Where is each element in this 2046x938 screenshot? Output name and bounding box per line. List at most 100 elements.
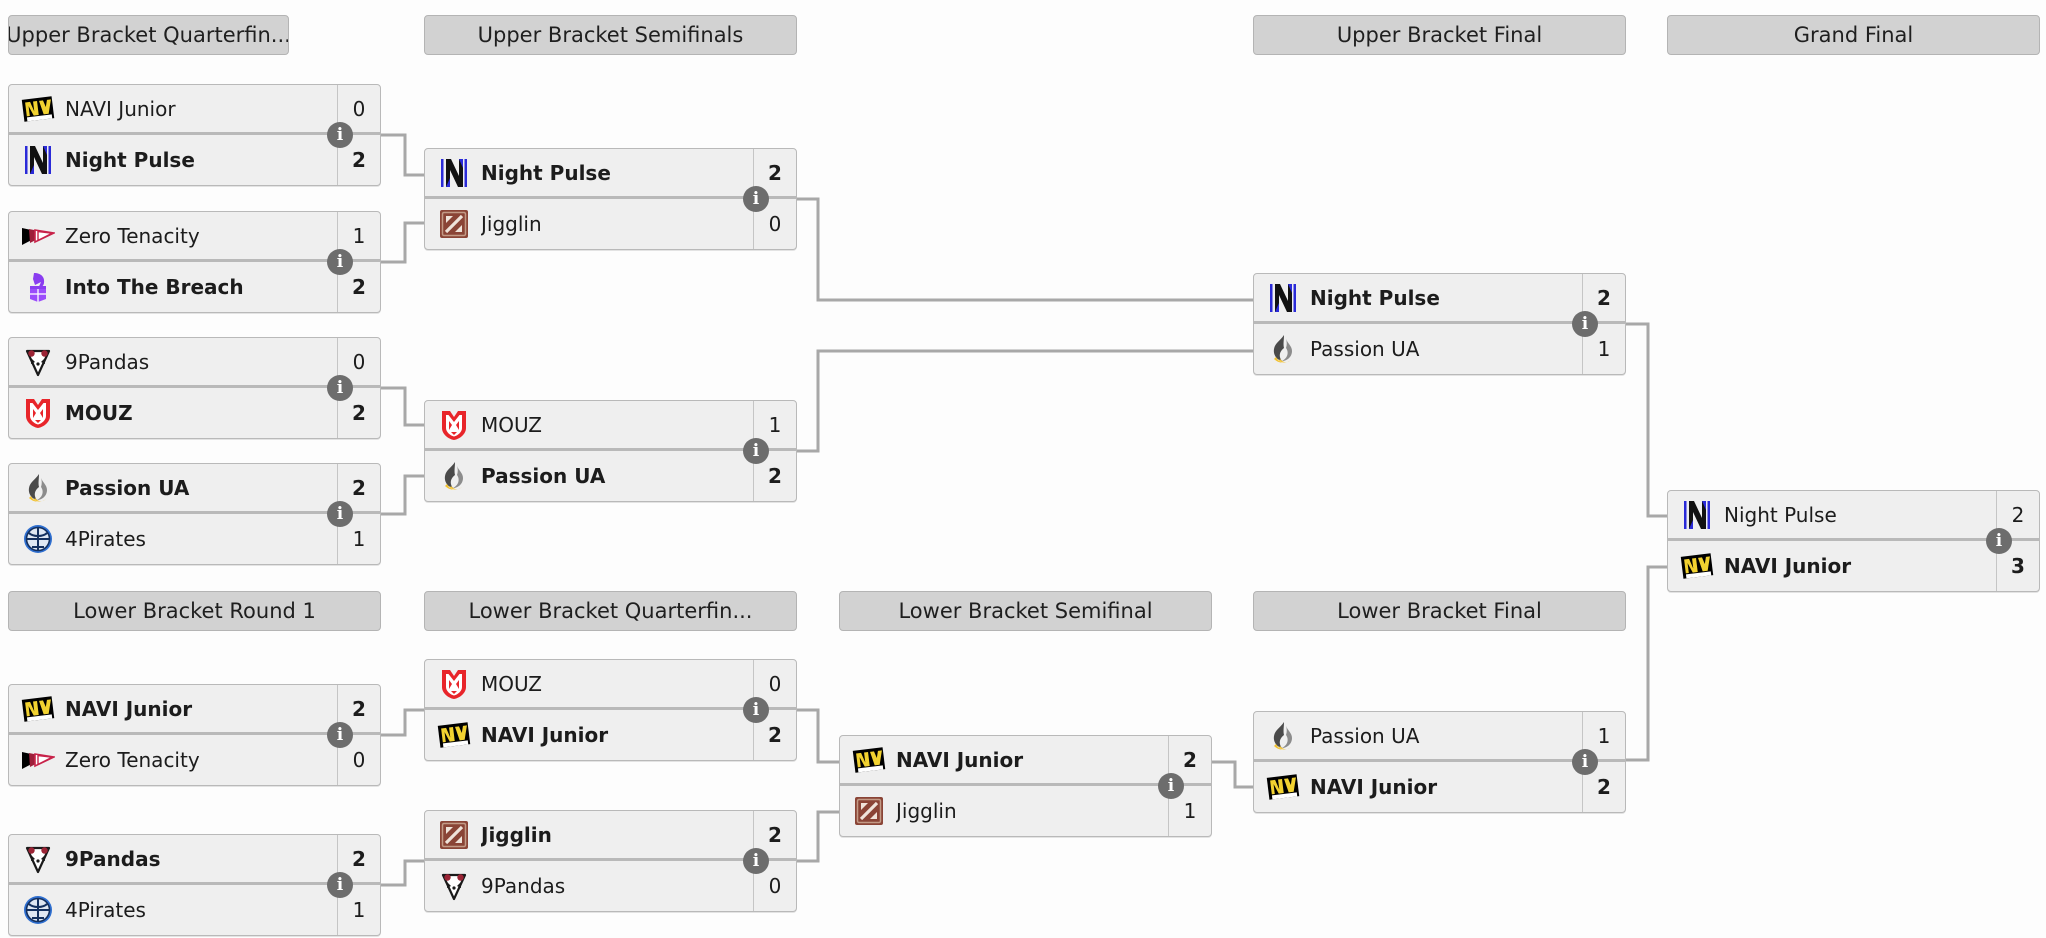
- team-score: 2: [753, 710, 796, 760]
- match-info-icon[interactable]: i: [327, 722, 353, 748]
- team-name: 4Pirates: [65, 898, 146, 922]
- 9pandas-logo: [21, 842, 55, 876]
- match-team-row[interactable]: MOUZ 0: [425, 660, 796, 710]
- match-info-icon[interactable]: i: [327, 249, 353, 275]
- team-name: Night Pulse: [481, 160, 611, 185]
- passion-ua-logo: [21, 471, 55, 505]
- into-the-breach-logo: [21, 270, 55, 304]
- round-header-lbqf[interactable]: Lower Bracket Quarterfin...: [424, 591, 797, 631]
- match-team-row[interactable]: Zero Tenacity 1: [9, 212, 380, 262]
- team-score: 2: [753, 149, 796, 196]
- match-info-icon[interactable]: i: [743, 848, 769, 874]
- round-header-lbf[interactable]: Lower Bracket Final: [1253, 591, 1626, 631]
- night-pulse-logo: [1266, 281, 1300, 315]
- team-name: Zero Tenacity: [65, 748, 200, 772]
- match-info-icon[interactable]: i: [1158, 773, 1184, 799]
- team-score: 1: [1582, 324, 1625, 374]
- team-score: 1: [337, 212, 380, 259]
- match-team-row[interactable]: 4Pirates 1: [9, 885, 380, 935]
- 9pandas-logo: [21, 345, 55, 379]
- team-score: 2: [337, 685, 380, 732]
- bracket-connector: [381, 133, 424, 177]
- round-header-label: Upper Bracket Quarterfin...: [8, 23, 289, 47]
- bracket-connector: [797, 349, 1253, 453]
- team-score: 2: [337, 262, 380, 312]
- team-score: 0: [753, 660, 796, 707]
- team-score: 2: [337, 835, 380, 882]
- team-name: Zero Tenacity: [65, 223, 200, 248]
- match-info-icon[interactable]: i: [327, 501, 353, 527]
- mouz-logo: [437, 408, 471, 442]
- match-info-icon[interactable]: i: [743, 697, 769, 723]
- round-header-lbsf[interactable]: Lower Bracket Semifinal: [839, 591, 1212, 631]
- match-info-icon[interactable]: i: [327, 872, 353, 898]
- round-header-gf[interactable]: Grand Final: [1667, 15, 2040, 55]
- match-info-icon[interactable]: i: [1572, 749, 1598, 775]
- passion-ua-logo: [437, 459, 471, 493]
- round-header-ubf[interactable]: Upper Bracket Final: [1253, 15, 1626, 55]
- passion-ua-logo: [1266, 332, 1300, 366]
- match-info-icon[interactable]: i: [327, 122, 353, 148]
- jigglin-logo: [437, 207, 471, 241]
- 4pirates-logo: [21, 893, 55, 927]
- round-header-ubqf[interactable]: Upper Bracket Quarterfin...: [8, 15, 289, 55]
- match-info-icon[interactable]: i: [1572, 311, 1598, 337]
- team-name: 9Pandas: [481, 874, 566, 898]
- round-header-lbr1[interactable]: Lower Bracket Round 1: [8, 591, 381, 631]
- round-header-label: Upper Bracket Final: [1336, 23, 1543, 47]
- team-score: 1: [337, 885, 380, 935]
- jigglin-logo: [437, 818, 471, 852]
- bracket-connector: [381, 474, 424, 516]
- team-name: MOUZ: [481, 671, 542, 696]
- match-info-icon[interactable]: i: [743, 186, 769, 212]
- match-info-icon[interactable]: i: [743, 438, 769, 464]
- round-header-label: Grand Final: [1793, 23, 1914, 47]
- match-team-row[interactable]: Night Pulse 2: [425, 149, 796, 199]
- round-header-ubsf[interactable]: Upper Bracket Semifinals: [424, 15, 797, 55]
- team-score: 2: [337, 135, 380, 185]
- bracket-connector: [1626, 565, 1667, 762]
- navi-junior-logo: [21, 92, 55, 126]
- match-info-icon[interactable]: i: [1986, 528, 2012, 554]
- night-pulse-logo: [21, 143, 55, 177]
- match-info-icon[interactable]: i: [327, 375, 353, 401]
